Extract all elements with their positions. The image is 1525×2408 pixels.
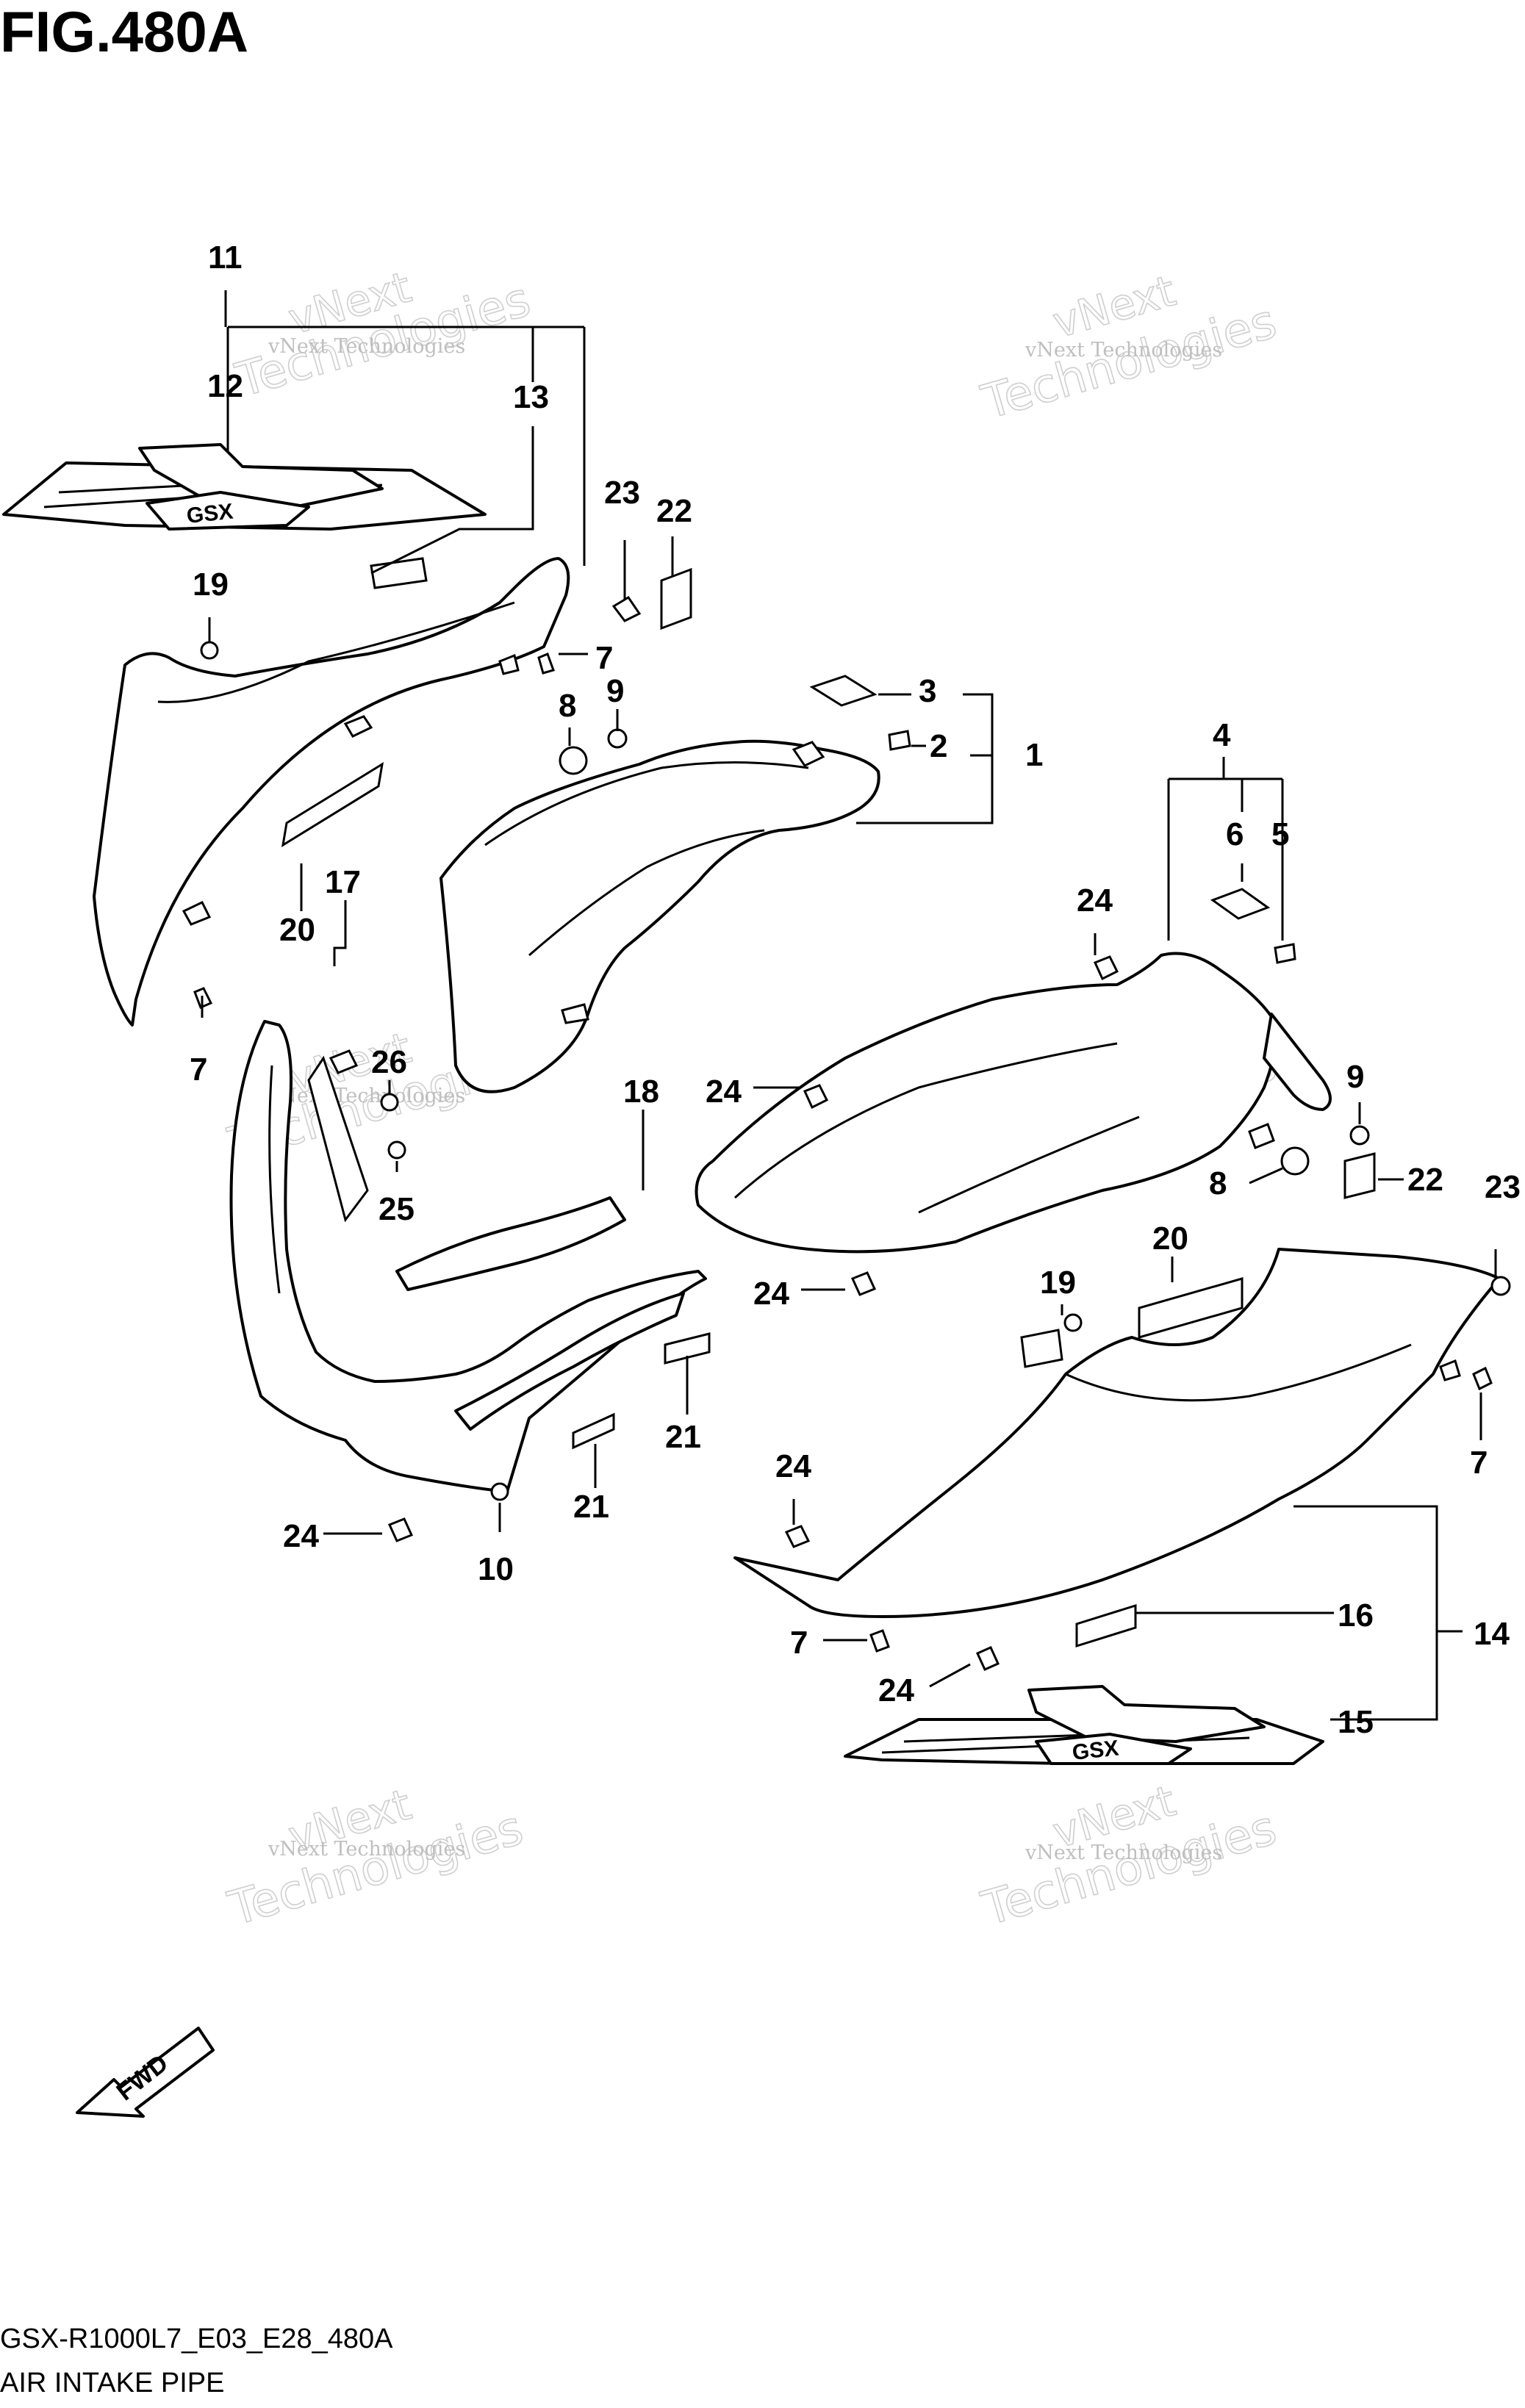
callout-6: 6 (1226, 816, 1244, 852)
sticker-parts (281, 567, 1376, 1648)
callout-12: 12 (207, 368, 243, 404)
svg-text:vNext Technologies: vNext Technologies (268, 1085, 465, 1107)
callout-23: 23 (1485, 1169, 1521, 1205)
fasteners (193, 595, 1511, 1671)
callout-17: 17 (325, 864, 361, 900)
callout-20: 20 (279, 912, 315, 948)
callout-9: 9 (1346, 1059, 1364, 1095)
callout-23: 23 (604, 475, 640, 511)
svg-text:GSX: GSX (185, 500, 234, 528)
callout-24: 24 (775, 1448, 811, 1484)
emblem-upper-left: GSX (2, 443, 487, 531)
callout-7: 7 (190, 1052, 207, 1088)
callout-24: 24 (1077, 883, 1113, 919)
callout-labels: 11 12 13 19 23 22 7 8 9 3 2 1 4 6 5 20 1… (190, 240, 1521, 1740)
watermark-top-left: Technologies vNext vNext Technologies (229, 262, 537, 409)
svg-text:vNext Technologies: vNext Technologies (1025, 339, 1222, 362)
callout-15: 15 (1338, 1704, 1374, 1740)
air-intake-pipe-upper (439, 739, 880, 1093)
side-cover-lower-left (229, 1020, 707, 1493)
callout-3: 3 (919, 673, 936, 709)
callout-14: 14 (1474, 1616, 1510, 1652)
callout-21: 21 (665, 1419, 701, 1455)
callout-13: 13 (513, 379, 549, 415)
callout-22: 22 (656, 493, 692, 529)
callout-26: 26 (371, 1044, 407, 1080)
callout-19: 19 (193, 567, 229, 603)
callout-7: 7 (595, 640, 613, 676)
callout-11: 11 (208, 240, 243, 276)
callout-21: 21 (573, 1489, 609, 1525)
callout-10: 10 (478, 1551, 514, 1587)
svg-text:GSX: GSX (1071, 1736, 1119, 1765)
callout-25: 25 (378, 1191, 415, 1227)
watermark-bottom-right: Technologies vNext vNext Technologies (975, 1775, 1282, 1938)
callout-24: 24 (878, 1672, 914, 1708)
callout-18: 18 (623, 1074, 659, 1110)
callout-22: 22 (1407, 1162, 1443, 1198)
fwd-arrow-icon: FWD (76, 2027, 215, 2118)
section-name: AIR INTAKE PIPE (0, 2368, 224, 2398)
callout-20: 20 (1152, 1221, 1188, 1257)
callout-1: 1 (1025, 737, 1043, 773)
model-code: GSX-R1000L7_E03_E28_480A (0, 2323, 393, 2354)
figure-title: FIG.480A (0, 0, 248, 64)
callout-4: 4 (1213, 717, 1231, 753)
callout-24: 24 (283, 1518, 319, 1554)
air-intake-pipe-right (695, 952, 1332, 1254)
callout-7: 7 (790, 1625, 808, 1661)
svg-text:vNext Technologies: vNext Technologies (268, 335, 465, 358)
side-cover-upper-left (93, 557, 570, 1027)
svg-text:vNext Technologies: vNext Technologies (268, 1838, 465, 1861)
callout-8: 8 (559, 688, 576, 724)
callout-8: 8 (1209, 1165, 1227, 1201)
callout-9: 9 (606, 673, 624, 709)
leader-lines (201, 290, 1497, 1721)
callout-19: 19 (1040, 1265, 1076, 1301)
callout-16: 16 (1338, 1597, 1374, 1634)
svg-text:vNext Technologies: vNext Technologies (1025, 1841, 1222, 1864)
callout-5: 5 (1271, 816, 1289, 852)
emblem-lower-right: GSX (844, 1685, 1324, 1765)
watermark-bottom-left: Technologies vNext vNext Technologies (222, 1779, 529, 1938)
callout-24: 24 (753, 1276, 789, 1312)
callout-24: 24 (706, 1074, 742, 1110)
callout-2: 2 (930, 728, 947, 764)
watermark-top-right: Technologies vNext vNext Technologies (975, 265, 1282, 431)
callout-7: 7 (1470, 1445, 1488, 1481)
side-cover-lower-right (733, 1248, 1501, 1618)
